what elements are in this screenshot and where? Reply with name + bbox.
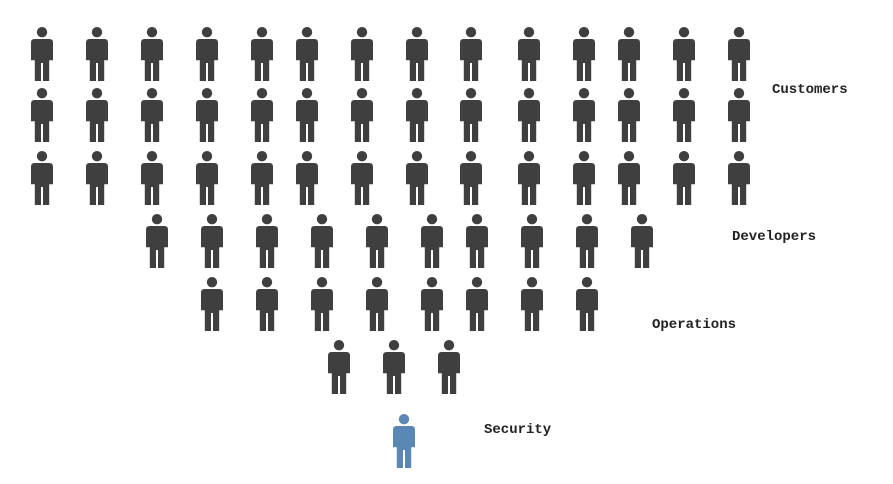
customers-person-icon xyxy=(406,151,428,205)
customers-person-icon xyxy=(728,27,750,81)
customers-person-icon xyxy=(141,27,163,81)
customers-person-icon xyxy=(296,27,318,81)
developers-person-icon xyxy=(146,214,168,268)
operations-person-icon xyxy=(201,277,223,331)
customers-person-icon xyxy=(351,27,373,81)
customers-person-icon xyxy=(31,88,53,142)
operations-label: Operations xyxy=(652,317,737,333)
customers-person-icon xyxy=(196,151,218,205)
customers-person-icon xyxy=(618,151,640,205)
developers-person-icon xyxy=(466,214,488,268)
customers-person-icon xyxy=(518,27,540,81)
customers-label: Customers xyxy=(772,82,848,98)
operations-person-icon xyxy=(256,277,278,331)
operations-person-icon xyxy=(311,277,333,331)
security-label: Security xyxy=(484,422,552,438)
customers-person-icon xyxy=(618,27,640,81)
operations-person-icon xyxy=(521,277,543,331)
operations-person-icon xyxy=(438,340,460,394)
operations-person-icon xyxy=(576,277,598,331)
customers-person-icon xyxy=(406,27,428,81)
customers-person-icon xyxy=(728,151,750,205)
customers-person-icon xyxy=(86,27,108,81)
operations-person-icon xyxy=(421,277,443,331)
customers-person-icon xyxy=(296,88,318,142)
customers-person-icon xyxy=(460,88,482,142)
customers-person-icon xyxy=(518,151,540,205)
customers-person-icon xyxy=(296,151,318,205)
developers-person-icon xyxy=(631,214,653,268)
customers-person-icon xyxy=(406,88,428,142)
customers-person-icon xyxy=(196,88,218,142)
developers-person-icon xyxy=(421,214,443,268)
customers-person-icon xyxy=(86,151,108,205)
developers-person-icon xyxy=(311,214,333,268)
customers-person-icon xyxy=(351,151,373,205)
customers-person-icon xyxy=(251,151,273,205)
customers-person-icon xyxy=(31,151,53,205)
operations-person-icon xyxy=(366,277,388,331)
operations-person-icon xyxy=(466,277,488,331)
operations-person-icon xyxy=(383,340,405,394)
developers-person-icon xyxy=(201,214,223,268)
customers-person-icon xyxy=(518,88,540,142)
developers-person-icon xyxy=(256,214,278,268)
customers-person-icon xyxy=(31,27,53,81)
customers-person-icon xyxy=(141,151,163,205)
developers-person-icon xyxy=(366,214,388,268)
customers-person-icon xyxy=(460,27,482,81)
customers-person-icon xyxy=(86,88,108,142)
customers-person-icon xyxy=(460,151,482,205)
customers-person-icon xyxy=(573,88,595,142)
customers-person-icon xyxy=(351,88,373,142)
operations-person-icon xyxy=(328,340,350,394)
customers-person-icon xyxy=(673,27,695,81)
customers-person-icon xyxy=(728,88,750,142)
customers-person-icon xyxy=(618,88,640,142)
customers-person-icon xyxy=(573,151,595,205)
developers-person-icon xyxy=(576,214,598,268)
customers-person-icon xyxy=(141,88,163,142)
customers-person-icon xyxy=(251,88,273,142)
customers-person-icon xyxy=(673,88,695,142)
customers-person-icon xyxy=(251,27,273,81)
customers-person-icon xyxy=(673,151,695,205)
developers-label: Developers xyxy=(732,229,817,245)
customers-person-icon xyxy=(196,27,218,81)
developers-person-icon xyxy=(521,214,543,268)
customers-person-icon xyxy=(573,27,595,81)
security-person-icon xyxy=(393,414,415,468)
